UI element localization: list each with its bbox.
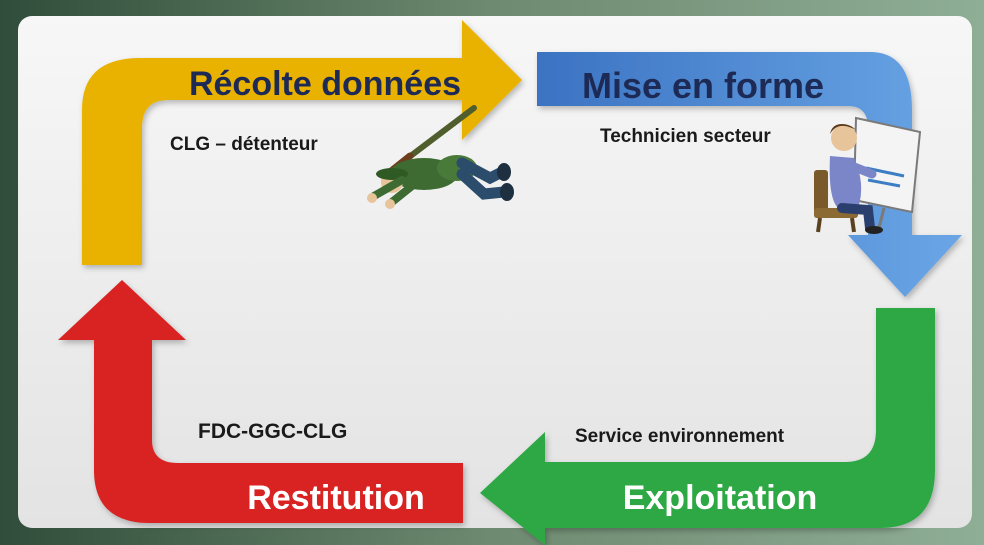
mise-en-forme-title: Mise en forme xyxy=(582,65,824,106)
diagram-panel xyxy=(18,16,972,528)
restitution-actor: FDC-GGC-CLG xyxy=(198,420,347,443)
crawling-hunter-illustration xyxy=(367,105,514,209)
recolte-title: Récolte données xyxy=(189,65,461,103)
exploitation-arrow xyxy=(480,308,935,545)
exploitation-title: Exploitation xyxy=(623,479,818,517)
restitution-arrow xyxy=(58,280,463,523)
exploitation-actor: Service environnement xyxy=(575,426,785,447)
restitution-title: Restitution xyxy=(247,479,425,517)
seated-technician-illustration xyxy=(814,116,922,234)
mise-en-forme-arrow xyxy=(537,52,962,297)
mise-en-forme-actor: Technicien secteur xyxy=(600,126,771,147)
recolte-arrow xyxy=(82,20,522,265)
recolte-actor: CLG – détenteur xyxy=(170,134,318,155)
